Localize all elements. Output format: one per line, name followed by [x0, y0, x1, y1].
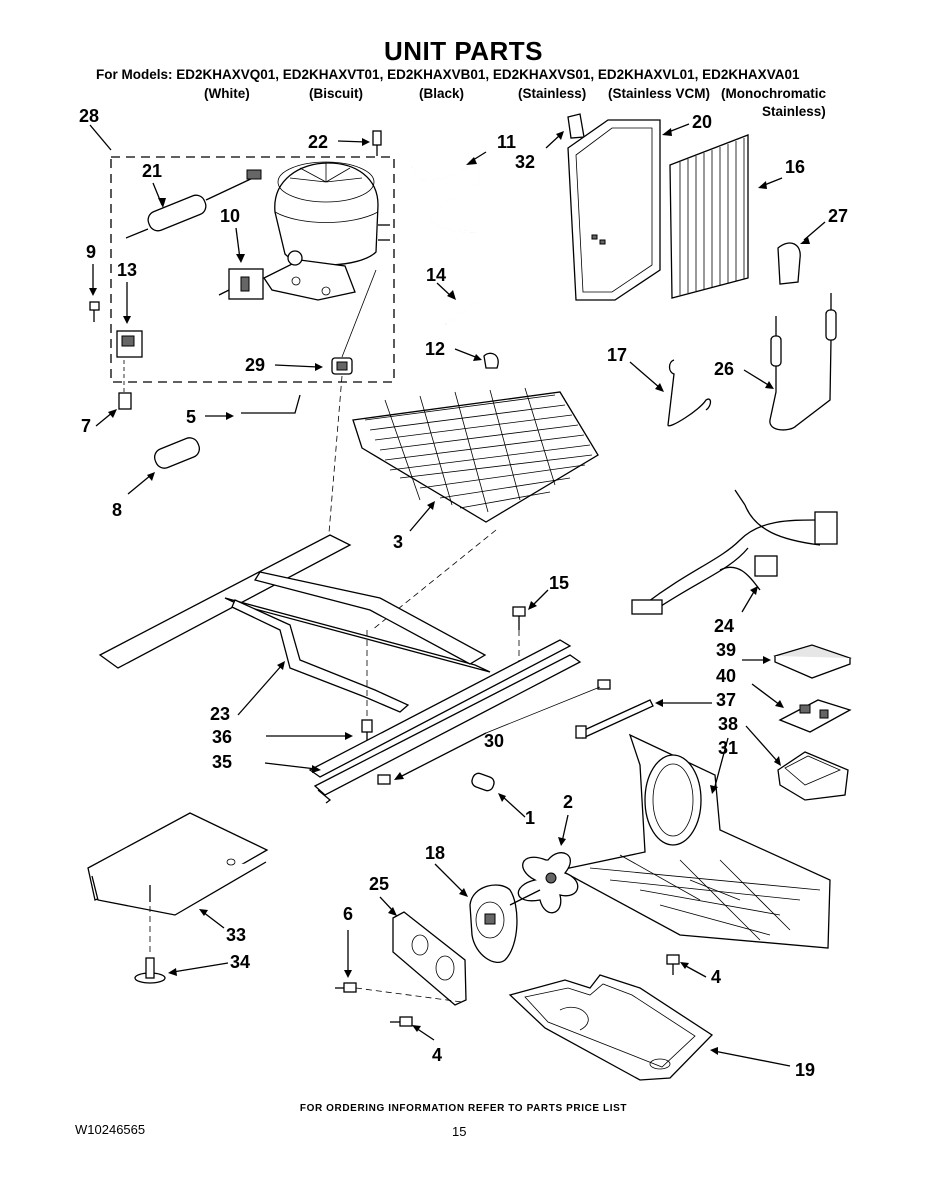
part-2-fan-blade — [517, 814, 579, 914]
color-biscuit: (Biscuit) — [309, 86, 363, 101]
callout-3: 3 — [393, 532, 403, 552]
callout-11: 11 — [497, 132, 516, 152]
callout-4-lower: 4 — [432, 1045, 442, 1065]
callout-21: 21 — [142, 161, 162, 181]
part-14-tube — [436, 282, 479, 325]
part-22-screw — [337, 130, 382, 156]
color-monochromatic: (Monochromatic — [721, 86, 827, 101]
part-1-bushing — [471, 772, 526, 818]
document-number: W10246565 — [75, 1122, 146, 1137]
callout-14: 14 — [426, 265, 446, 285]
part-17-wire — [629, 359, 712, 427]
callout-38: 38 — [718, 714, 738, 734]
part-27-clip — [777, 221, 826, 285]
part-11-tube — [411, 151, 494, 233]
callout-9: 9 — [86, 242, 96, 262]
part-38-cover — [745, 725, 849, 801]
callout-7: 7 — [81, 416, 91, 436]
part-36-screw — [266, 630, 373, 745]
callout-5: 5 — [186, 407, 196, 427]
part-40-control-board — [751, 683, 852, 733]
callout-30: 30 — [484, 731, 504, 751]
part-3-condenser — [352, 387, 599, 631]
part-9-screw — [89, 264, 100, 322]
color-black: (Black) — [419, 86, 465, 101]
part-35-rail — [264, 639, 582, 804]
callout-16: 16 — [785, 157, 805, 177]
part-6-screw — [335, 930, 463, 1003]
color-monochromatic-stainless: Stainless) — [762, 104, 826, 119]
part-4-screw-lower — [390, 1016, 435, 1041]
callout-31: 31 — [718, 738, 738, 758]
callout-18: 18 — [425, 843, 445, 863]
callout-12: 12 — [425, 339, 445, 359]
part-26-tube — [743, 293, 837, 431]
callout-2: 2 — [563, 792, 573, 812]
color-stainless: (Stainless) — [518, 86, 587, 101]
callout-28: 28 — [79, 106, 99, 126]
models-line: For Models: ED2KHAXVQ01, ED2KHAXVT01, ED… — [96, 67, 800, 82]
callout-39: 39 — [716, 640, 736, 660]
part-compressor — [263, 161, 390, 301]
part-29-grommet — [274, 269, 377, 546]
callout-37: 37 — [716, 690, 736, 710]
part-5-wire — [205, 394, 301, 420]
part-16-evaporator — [669, 134, 783, 299]
part-4-screw-base — [666, 954, 707, 978]
callout-15: 15 — [549, 573, 569, 593]
callout-17: 17 — [607, 345, 627, 365]
page-title: UNIT PARTS — [383, 36, 544, 66]
callout-4-base: 4 — [711, 967, 721, 987]
page-number: 15 — [452, 1124, 467, 1139]
callout-24: 24 — [714, 616, 734, 636]
part-32-clip — [545, 113, 585, 149]
callout-8: 8 — [112, 500, 122, 520]
callout-25: 25 — [369, 874, 389, 894]
callout-26: 26 — [714, 359, 734, 379]
part-25-bracket — [379, 896, 467, 1006]
callout-19: 19 — [795, 1060, 815, 1080]
compressor-assembly-boundary — [110, 156, 395, 383]
color-stainless-vcm: (Stainless VCM) — [608, 86, 711, 101]
callout-29: 29 — [245, 355, 265, 375]
part-19-drain-pan — [508, 974, 791, 1081]
callout-36: 36 — [212, 727, 232, 747]
part-23-frame — [98, 534, 491, 716]
ordering-note: FOR ORDERING INFORMATION REFER TO PARTS … — [299, 1103, 628, 1114]
callout-6: 6 — [343, 904, 353, 924]
callout-23: 23 — [210, 704, 230, 724]
callout-13: 13 — [117, 260, 137, 280]
part-20-evaporator-cover — [567, 119, 690, 301]
part-10-overload — [218, 227, 264, 300]
callout-34: 34 — [230, 952, 250, 972]
callout-22: 22 — [308, 132, 328, 152]
callout-27: 27 — [828, 206, 848, 226]
color-white: (White) — [204, 86, 250, 101]
part-12-clip — [454, 348, 499, 369]
part-33-panel — [87, 812, 269, 955]
part-30-screws — [377, 679, 611, 785]
leader-28 — [89, 124, 112, 151]
part-31-base — [558, 733, 831, 949]
part-39-board — [742, 644, 852, 679]
callout-35: 35 — [212, 752, 232, 772]
callout-33: 33 — [226, 925, 246, 945]
part-24-wire-harness — [631, 489, 838, 615]
part-7-cap — [95, 360, 132, 427]
callout-32: 32 — [515, 152, 535, 172]
part-21-filter-drier — [125, 169, 262, 239]
part-13-relay — [116, 282, 143, 358]
part-37-tie — [575, 699, 712, 739]
part-8-tube — [127, 437, 201, 495]
callout-1: 1 — [525, 808, 535, 828]
callout-20: 20 — [692, 112, 712, 132]
callout-10: 10 — [220, 206, 240, 226]
part-34-leveler — [134, 957, 229, 984]
part-18-motor — [434, 863, 541, 963]
callout-40: 40 — [716, 666, 736, 686]
